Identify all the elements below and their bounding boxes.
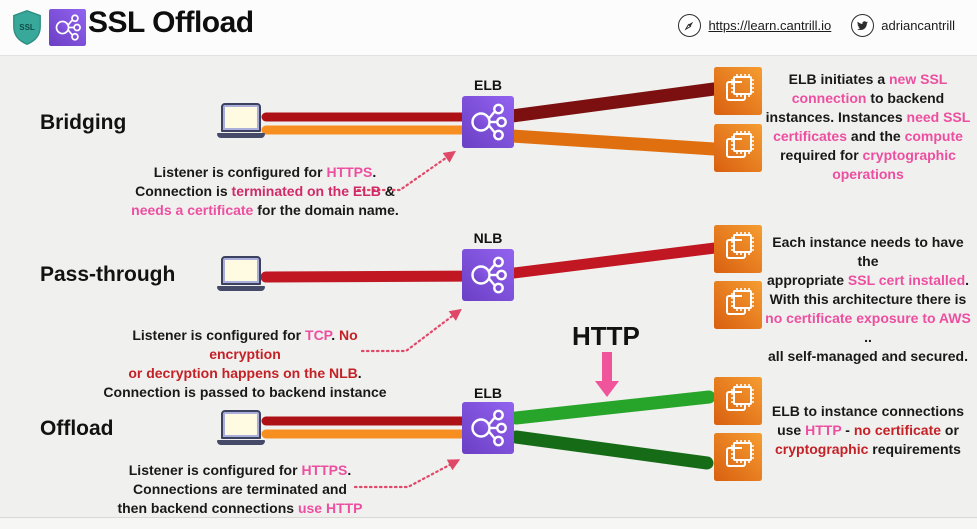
bridging-backend-ssl-line-2: [505, 129, 721, 156]
header-badges: https://learn.cantrill.io adriancantrill: [678, 14, 955, 37]
row-label-offload: Offload: [40, 417, 114, 440]
passthrough-annotation-arrow: [360, 308, 462, 353]
laptop-screen: [221, 256, 261, 285]
laptop-icon-offload: [217, 410, 265, 445]
ec2-instance-icon-offload-2: [714, 433, 762, 481]
row-label-passthrough: Pass-through: [40, 263, 176, 286]
site-link-badge[interactable]: https://learn.cantrill.io: [678, 14, 831, 37]
offload-backend-http-line-2: [509, 430, 714, 470]
http-label: HTTP: [572, 321, 640, 351]
lb-label-offload: ELB: [474, 385, 502, 401]
elb-logo-icon: [49, 9, 86, 46]
laptop-screen: [221, 103, 261, 132]
offload-backend-http-line-1: [509, 390, 716, 425]
footer-strip: [0, 518, 977, 529]
ec2-instance-icon-passthrough-2: [714, 281, 762, 329]
page-title: SSL Offload: [88, 6, 254, 39]
offload-annotation-text: Listener is configured for HTTPS.Connect…: [117, 462, 363, 516]
ec2-instance-icon-offload-1: [714, 377, 762, 425]
ec2-instance-icon-bridging-1: [714, 67, 762, 115]
compass-icon: [678, 14, 702, 37]
bridging-annotation-text: Listener is configured for HTTPS.Connect…: [131, 164, 399, 218]
laptop-icon-bridging: [217, 103, 265, 138]
twitter-icon: [851, 14, 875, 37]
header-bar: SSL SSL Offload: [0, 0, 977, 56]
elb-icon-bridging: [462, 96, 514, 148]
ssl-shield-icon: SSL: [13, 10, 41, 45]
twitter-badge[interactable]: adriancantrill: [851, 14, 955, 37]
laptop-base: [217, 133, 265, 138]
passthrough-annotation-text: Listener is configured for TCP. No encry…: [103, 327, 387, 400]
ec2-instance-icon-passthrough-1: [714, 225, 762, 273]
bridging-annotation-arrow: [356, 150, 456, 192]
offload-annotation-arrow: [353, 459, 461, 489]
laptop-base: [217, 286, 265, 291]
elb-icon-offload: [462, 402, 514, 454]
laptop-screen: [221, 410, 261, 439]
bridging-backend-ssl-line-1: [505, 82, 721, 123]
header-logo-group: SSL: [12, 9, 86, 46]
lb-label-bridging: ELB: [474, 77, 502, 93]
laptop-base: [217, 440, 265, 445]
lb-label-passthrough: NLB: [473, 230, 503, 246]
twitter-handle: adriancantrill: [881, 18, 955, 33]
laptop-icon-passthrough: [217, 256, 265, 291]
footer-divider: [0, 517, 977, 518]
http-down-arrow: [595, 352, 619, 397]
ec2-instance-icon-bridging-2: [714, 124, 762, 172]
row-label-bridging: Bridging: [40, 111, 127, 134]
site-link[interactable]: https://learn.cantrill.io: [708, 18, 832, 33]
nlb-icon-passthrough: [462, 249, 514, 301]
svg-text:SSL: SSL: [19, 23, 35, 32]
